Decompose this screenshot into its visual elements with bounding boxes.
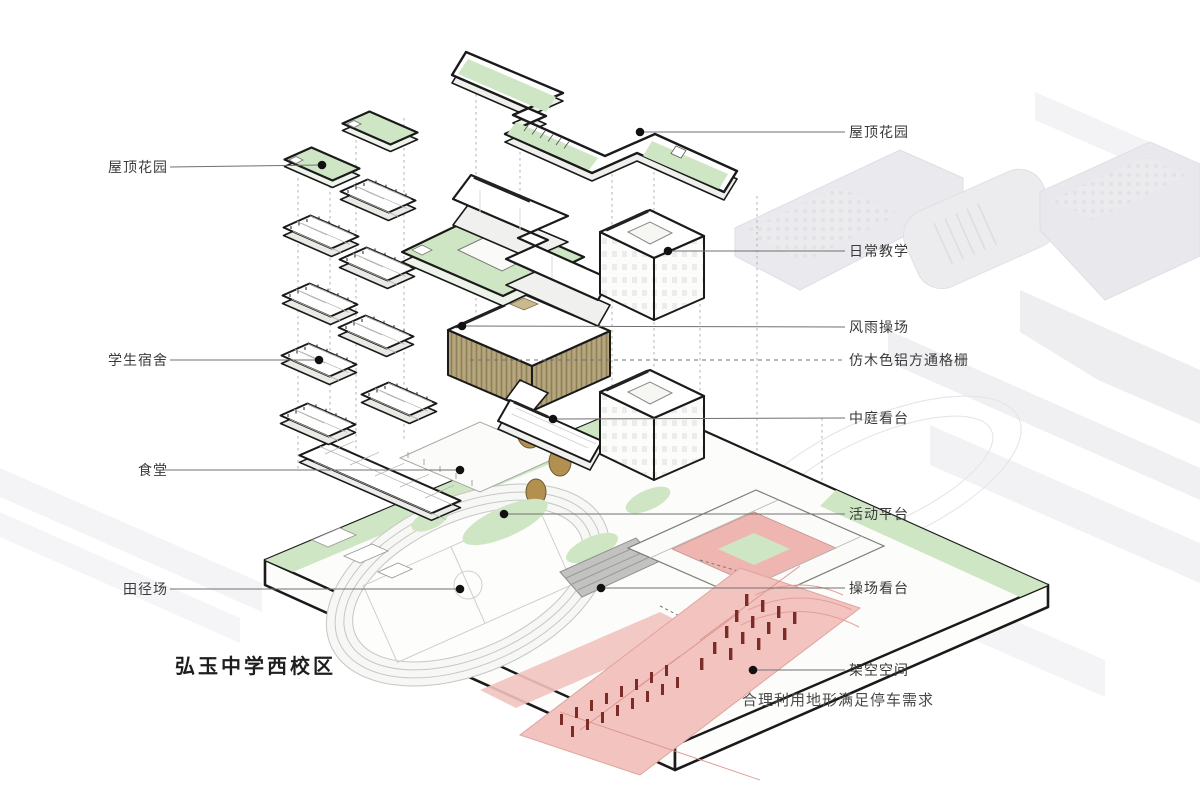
project-title: 弘玉中学西校区: [175, 656, 336, 678]
atrium-wing: [598, 368, 706, 481]
running-track: [325, 483, 611, 687]
label-indoor-gym: 风雨操场: [849, 319, 909, 335]
label-roof-garden-right: 屋顶花园: [849, 124, 909, 140]
parking-terrace: [518, 559, 862, 781]
dot-roof-garden-left: [317, 160, 327, 170]
dot-track-field: [455, 584, 465, 594]
base-pink-strip: [480, 612, 696, 708]
dot-canteen: [455, 465, 465, 475]
label-dormitory: 学生宿舍: [108, 352, 168, 368]
dot-activity-platform: [499, 509, 509, 519]
label-playground-stand: 操场看台: [849, 580, 909, 596]
base-green-band-ne: [820, 490, 1048, 597]
label-daily-teaching: 日常教学: [849, 243, 909, 259]
dot-dormitory: [314, 355, 324, 365]
leader-atrium-stand: [552, 417, 846, 420]
teaching-wing: [598, 208, 706, 321]
playground-stand: [559, 537, 659, 598]
leader-roof-garden-left: [169, 164, 323, 168]
dot-atrium-stand: [548, 414, 558, 424]
canteen-courtyard-fence: [407, 452, 473, 486]
indoor-gym-volume: [446, 293, 612, 412]
west-edge-buildings: [310, 527, 414, 579]
label-stilt-space: 架空空间: [849, 662, 909, 678]
label-canteen: 食堂: [138, 462, 168, 478]
stilt-columns: [560, 594, 797, 737]
label-roof-garden-left: 屋顶花园: [108, 159, 168, 175]
dot-indoor-gym: [457, 321, 467, 331]
level-gym-floor: [446, 293, 706, 481]
label-atrium-stand: 中庭看台: [849, 410, 909, 426]
dot-daily-teaching: [663, 246, 673, 256]
courtyard-building: [626, 489, 886, 605]
leader-indoor-gym: [461, 325, 846, 328]
label-wood-grille: 仿木色铝方通格栅: [849, 352, 969, 368]
level-roof-garden: [450, 50, 739, 201]
dot-roof-garden-right: [635, 127, 645, 137]
label-track-field: 田径场: [123, 581, 168, 597]
level-teaching-floor: [400, 173, 706, 327]
roof-stair-hatch: [523, 123, 570, 149]
parking-note: 合理利用地形满足停车需求: [742, 692, 935, 709]
leader-dots: [314, 127, 758, 675]
atrium-floor-bar: [496, 399, 604, 472]
label-activity-platform: 活动平台: [849, 506, 909, 522]
dot-stilt-space: [748, 665, 758, 675]
leader-lines: [162, 131, 846, 671]
dot-playground-stand: [596, 583, 606, 593]
